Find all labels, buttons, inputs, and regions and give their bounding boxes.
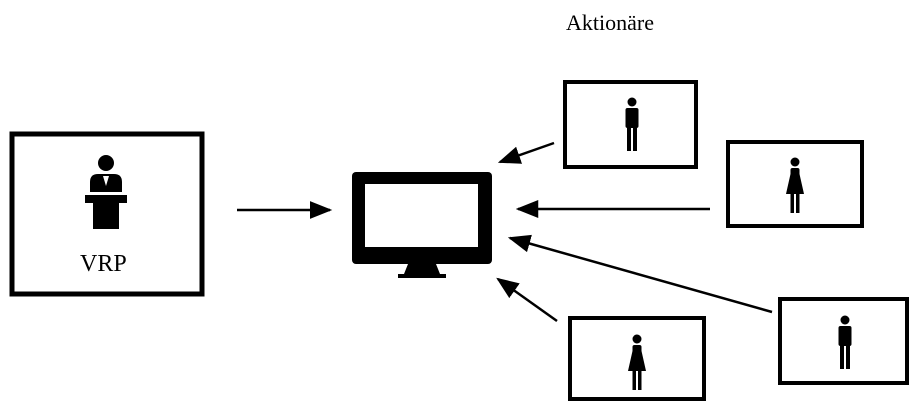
shareholder-box-1 — [563, 80, 698, 169]
shareholder-box-3 — [778, 297, 909, 385]
shareholder-box-4 — [568, 316, 706, 401]
arrow-shareholder-3-to-monitor — [507, 234, 773, 314]
shareholder-box-2 — [726, 140, 864, 228]
man-icon — [838, 315, 852, 369]
woman-icon — [786, 157, 804, 213]
chairman-label: VRP — [80, 251, 127, 277]
speaker-at-podium-icon — [85, 155, 127, 229]
arrow-shareholder-4-to-monitor — [496, 277, 558, 323]
arrow-shareholder-1-to-monitor — [497, 141, 555, 164]
chairman-box — [9, 131, 205, 297]
woman-icon — [628, 334, 646, 390]
man-icon — [625, 97, 639, 151]
monitor-icon — [352, 172, 492, 278]
shareholders-label: Aktionäre — [566, 10, 654, 35]
arrows — [237, 141, 773, 323]
